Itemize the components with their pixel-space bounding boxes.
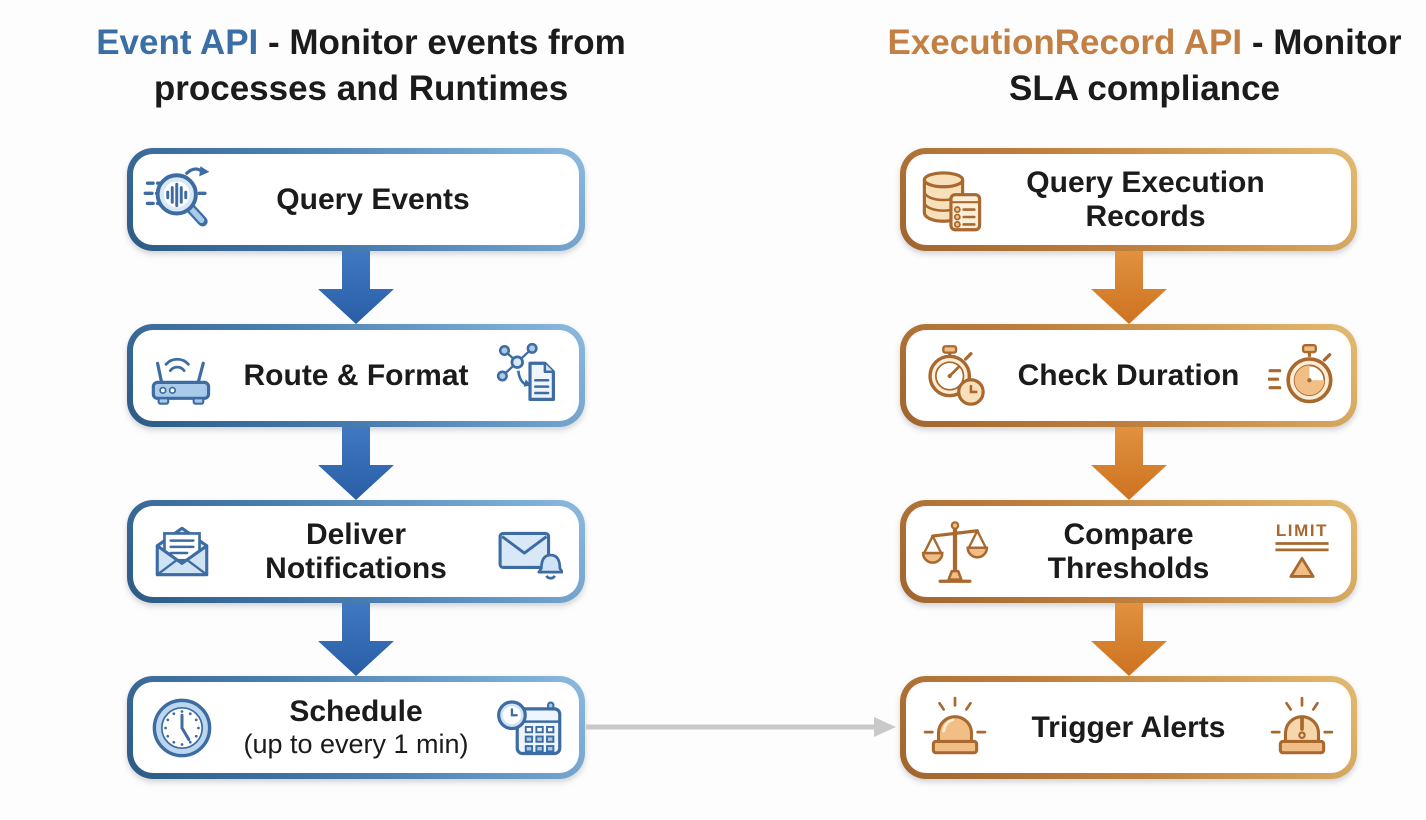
step-deliver-notifications: Deliver Notifications xyxy=(127,500,585,603)
down-arrow-blue xyxy=(127,603,585,676)
step-query-events: Query Events xyxy=(127,148,585,251)
envelope-bell-icon xyxy=(481,519,579,585)
clock-icon xyxy=(133,694,231,762)
execution-record-api-title: ExecutionRecord API - Monitor SLA compli… xyxy=(872,20,1417,112)
step-label: Route & Format xyxy=(243,358,469,392)
step-route-format: Route & Format xyxy=(127,324,585,427)
step-label: Deliver Notifications xyxy=(265,517,447,585)
execution-record-api-title-accent: ExecutionRecord API xyxy=(887,23,1243,62)
step-label: Query Events xyxy=(276,182,470,216)
step-schedule: Schedule (up to every 1 min) xyxy=(127,676,585,779)
step-trigger-alerts: Trigger Alerts xyxy=(900,676,1357,779)
down-arrow-orange xyxy=(900,603,1357,676)
search-waveform-icon xyxy=(133,164,225,236)
step-label: Compare Thresholds xyxy=(1047,517,1210,585)
event-api-title: Event API - Monitor events from processe… xyxy=(16,20,706,112)
down-arrow-orange xyxy=(900,427,1357,500)
database-records-icon xyxy=(906,166,998,234)
step-compare-thresholds: Compare Thresholds LIMIT xyxy=(900,500,1357,603)
down-arrow-orange xyxy=(900,251,1357,324)
down-arrow-blue xyxy=(127,427,585,500)
stopwatch-speed-icon xyxy=(1253,342,1351,410)
execution-record-api-flow: Query Execution Records xyxy=(900,148,1357,779)
step-sublabel: (up to every 1 min) xyxy=(243,729,469,759)
open-envelope-icon xyxy=(133,519,231,585)
down-arrow-blue xyxy=(127,251,585,324)
schedule-to-trigger-alerts-arrow xyxy=(586,714,898,745)
siren-icon xyxy=(906,695,1004,761)
step-check-duration: Check Duration xyxy=(900,324,1357,427)
event-api-title-rest: - Monitor events from processes and Runt… xyxy=(153,23,626,108)
network-to-document-icon xyxy=(481,342,579,410)
balance-scale-icon xyxy=(906,518,1004,586)
step-label: Query Execution Records xyxy=(1026,165,1265,233)
step-label: Trigger Alerts xyxy=(1031,710,1226,744)
step-label: Check Duration xyxy=(1017,358,1240,392)
event-api-title-accent: Event API xyxy=(96,23,259,62)
event-api-flow: Query Events xyxy=(127,148,585,779)
limit-text: LIMIT xyxy=(1276,521,1328,540)
step-label: Schedule xyxy=(289,695,423,728)
limit-threshold-icon: LIMIT xyxy=(1253,518,1351,586)
calendar-clock-icon xyxy=(481,694,579,762)
execution-record-api-title-rest: - Monitor SLA compliance xyxy=(1009,23,1402,108)
stopwatch-clock-icon xyxy=(906,342,1004,410)
step-query-execution-records: Query Execution Records xyxy=(900,148,1357,251)
siren-exclamation-icon xyxy=(1253,695,1351,761)
router-icon xyxy=(133,342,231,410)
